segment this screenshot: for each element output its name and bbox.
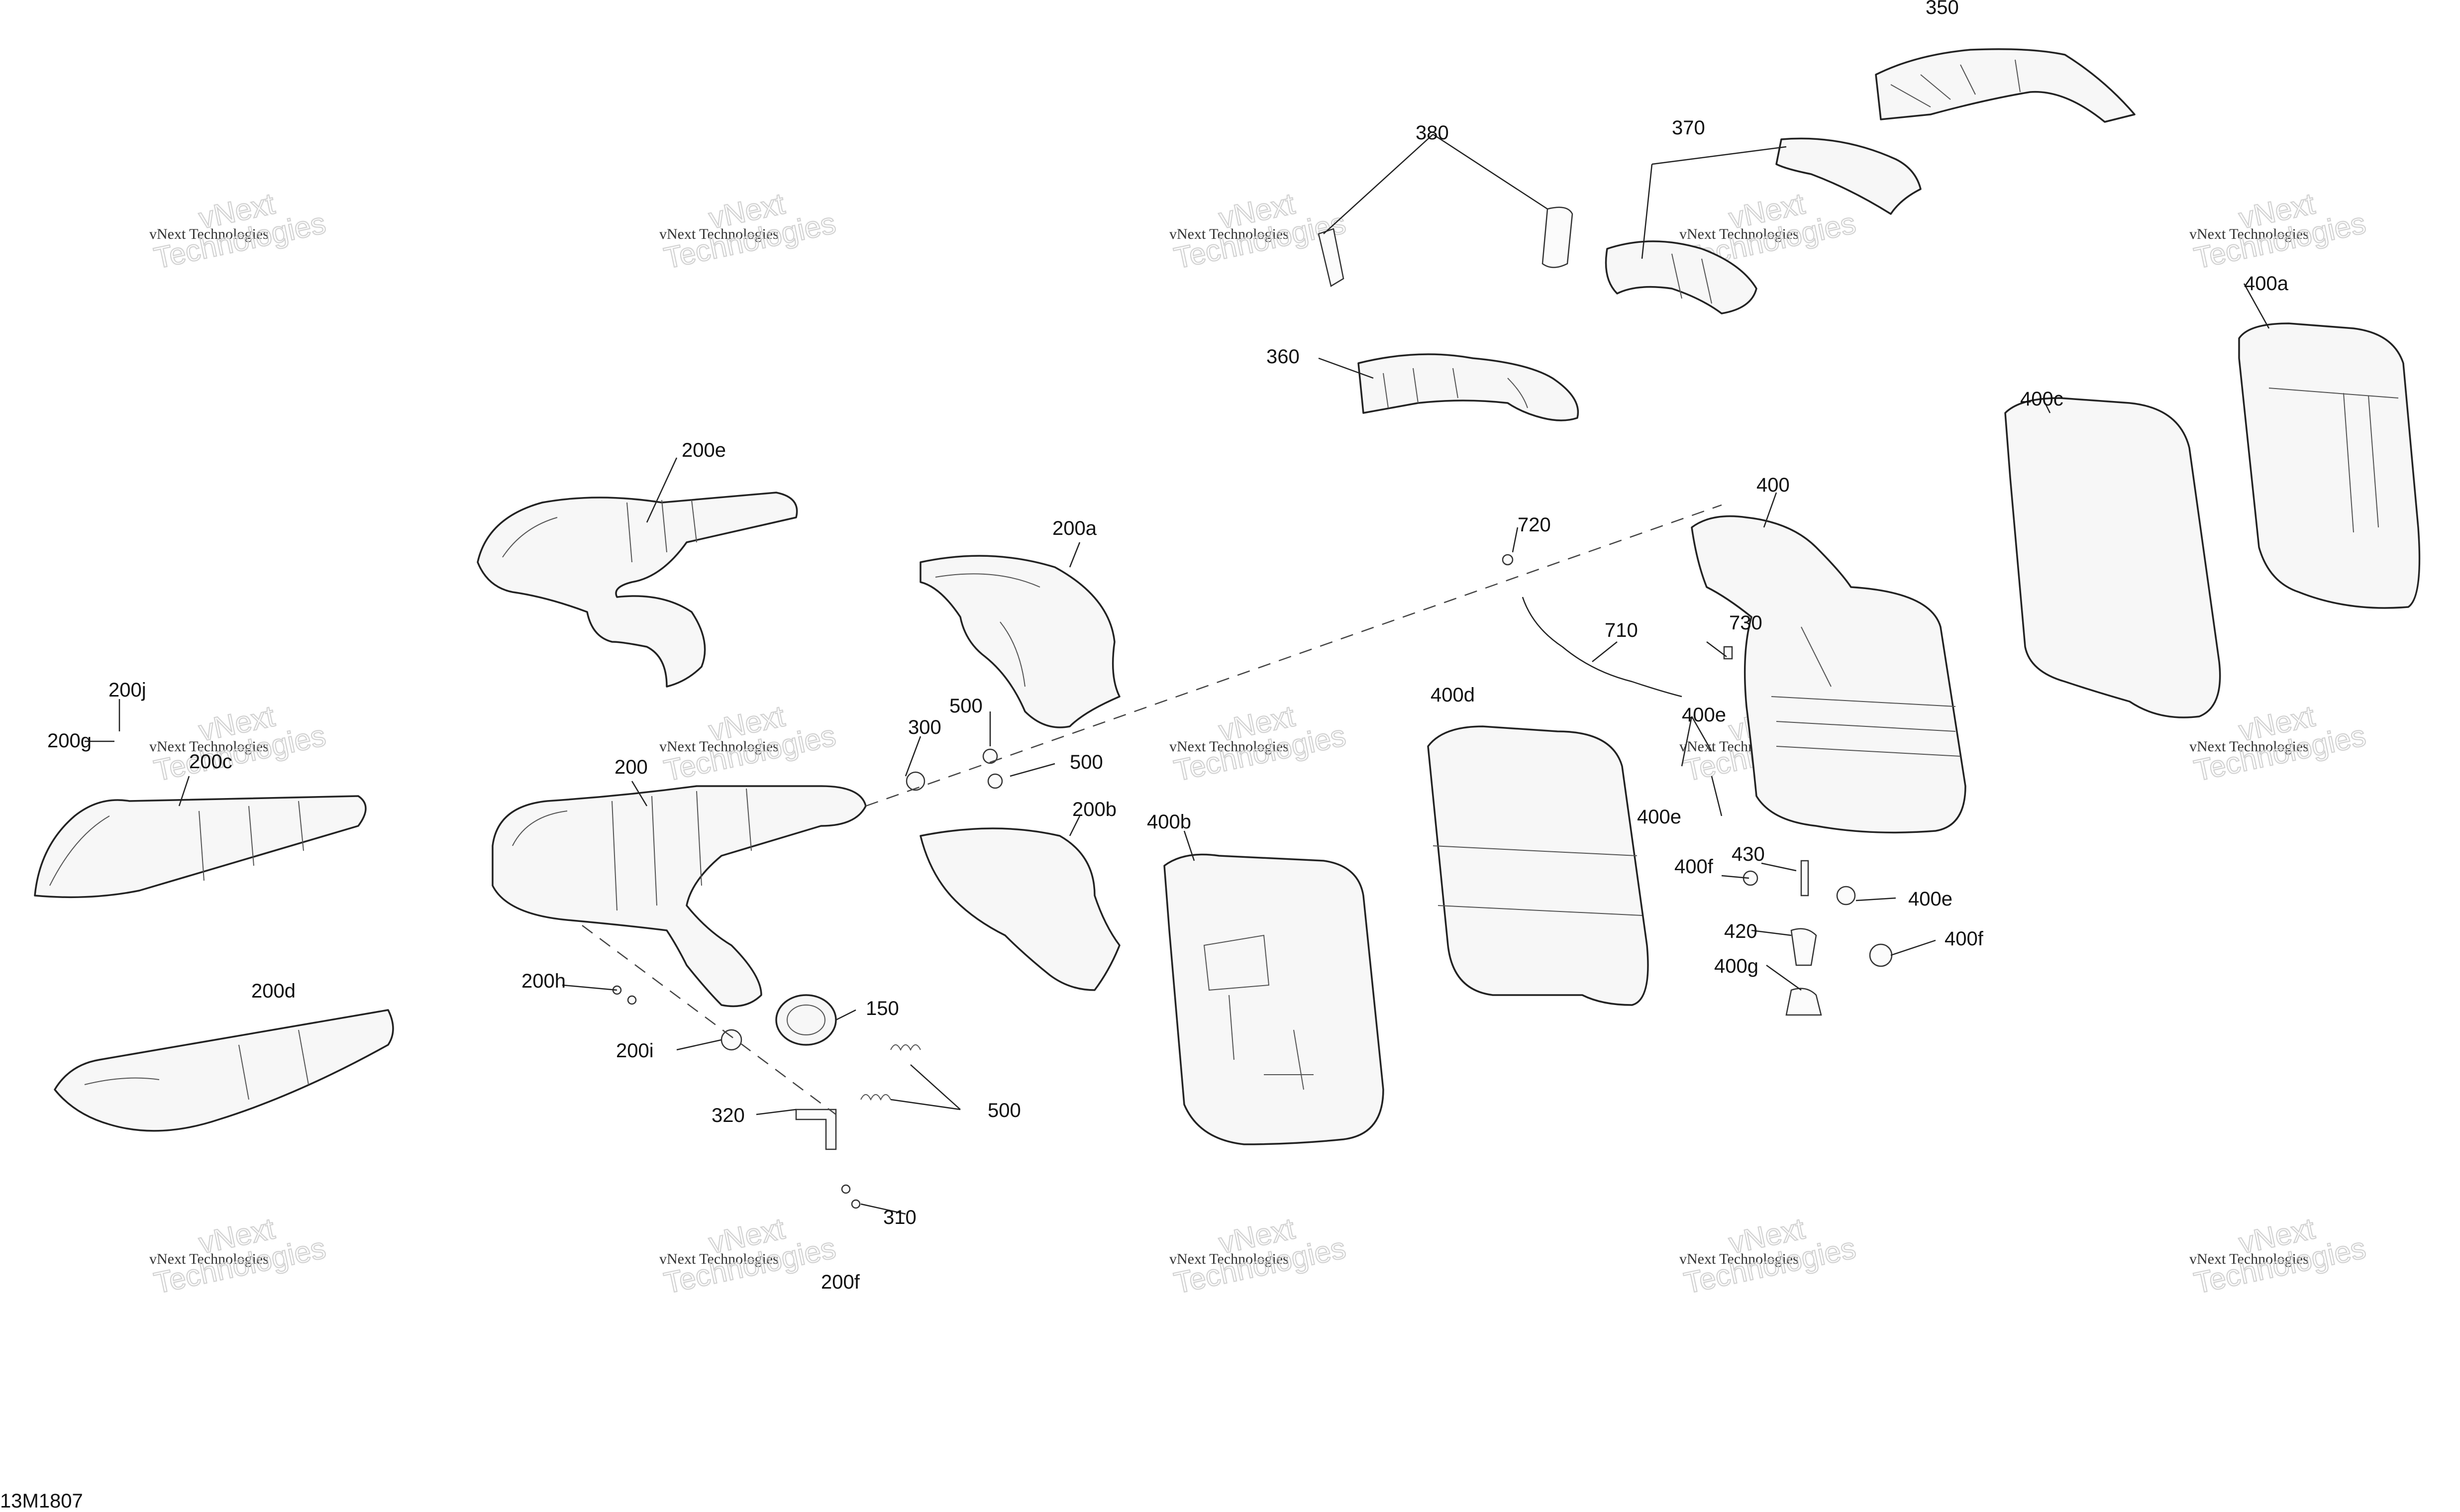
watermark-line1: vNext Technologies [659,738,779,755]
callout-400f-a: 400f [1674,856,1714,878]
part-400-muffler [1691,515,1966,834]
alignment-line-lower [582,924,836,1115]
part-400c-shield [2004,397,2221,718]
callout-500-b: 500 [1070,751,1103,773]
callout-400e-b: 400e [1637,806,1681,828]
callout-370: 370 [1672,117,1705,139]
watermark-line1: vNext Technologies [149,1251,269,1267]
part-370-shield-lower [1605,240,1757,314]
part-370-shield-upper [1775,137,1922,215]
watermark-line1: vNext Technologies [149,226,269,242]
callout-400a: 400a [2244,273,2289,295]
callout-200f: 200f [821,1271,860,1293]
callout-200j: 200j [108,679,146,701]
callout-400c: 400c [2020,388,2063,410]
callout-200i: 200i [616,1040,654,1062]
callout-400: 400 [1756,474,1790,496]
part-380-bracket-right [1541,206,1573,268]
callout-200g: 200g [47,730,92,752]
callout-430: 430 [1732,843,1765,865]
callout-730: 730 [1729,612,1762,634]
watermark-line1: vNext Technologies [149,738,269,755]
callout-150: 150 [866,998,899,1019]
hardware-parts [612,554,1893,1209]
part-200e-cover [477,492,798,688]
part-350-pipe [1875,48,2136,123]
spring-shapes [860,1044,921,1101]
callout-400e-a: 400e [1682,704,1726,726]
callout-300: 300 [908,716,941,738]
watermark-line1: vNext Technologies [1679,1251,1799,1267]
leader-lines [85,133,2270,1215]
watermark-line1: vNext Technologies [2189,226,2309,242]
callout-labels: 350 380 370 360 400a 400c 200e 200a 720 … [47,0,2289,1293]
watermark-line1: vNext Technologies [1169,226,1289,242]
watermark-line1: vNext Technologies [659,226,779,242]
part-360-pipe [1357,353,1579,421]
part-400d-panel [1427,725,1649,1006]
watermark-line1: vNext Technologies [1679,226,1799,242]
part-200c-cover [34,795,367,899]
part-380-bracket-left [1318,228,1344,287]
callout-400e-c: 400e [1908,888,1952,910]
part-710-sensor [1522,597,1682,698]
watermark-line1: vNext Technologies [1169,738,1289,755]
callout-200b: 200b [1072,799,1117,820]
watermark-line1: vNext Technologies [2189,738,2309,755]
part-200d-cover [54,1009,394,1132]
watermark-line1: vNext Technologies [659,1251,779,1267]
part-400a-shield [2238,322,2421,609]
callout-350: 350 [1926,0,1959,18]
callout-200c: 200c [189,751,232,773]
part-200-exhaust [492,785,867,1008]
part-200a-shield [920,555,1121,728]
document-id: 13M1807 [0,1490,83,1512]
part-150-ring [775,994,837,1046]
part-400b-cover [1163,853,1384,1145]
watermark-line1: vNext Technologies [1169,1251,1289,1267]
alignment-line-main [865,504,1722,807]
callout-200d: 200d [251,980,296,1002]
watermark-line1: vNext Technologies [2189,1251,2309,1267]
callout-400g: 400g [1714,955,1758,977]
callout-320: 320 [712,1105,745,1126]
callout-500-c: 500 [988,1100,1021,1121]
callout-200: 200 [615,756,648,778]
callout-310: 310 [883,1207,917,1228]
callout-200a: 200a [1052,517,1097,539]
callout-400f-b: 400f [1945,928,1984,950]
callout-380: 380 [1416,122,1449,144]
callout-720: 720 [1518,514,1551,536]
callout-360: 360 [1266,346,1300,368]
callout-710: 710 [1605,619,1638,641]
callout-500-a: 500 [949,695,983,717]
callout-400b: 400b [1147,811,1191,833]
part-200b-shield [920,827,1121,991]
callout-420: 420 [1724,920,1757,942]
callout-200h: 200h [521,970,566,992]
callout-200e: 200e [682,439,726,461]
callout-400d: 400d [1431,684,1475,706]
